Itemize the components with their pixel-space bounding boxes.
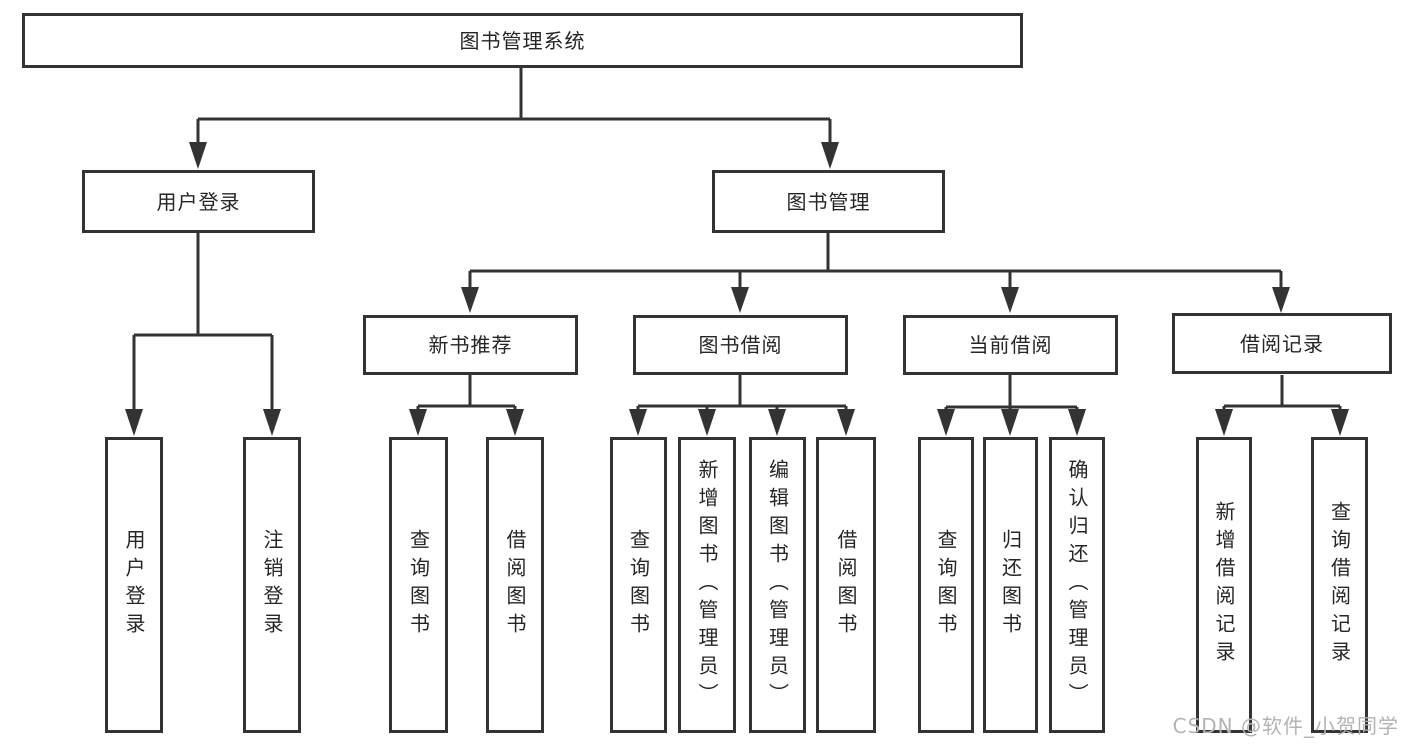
node-root-label: 图书管理系统 xyxy=(459,28,586,53)
connector-user-login-children xyxy=(132,233,274,411)
connector-new-book-children xyxy=(416,375,517,412)
leaf-label: 编辑图书（管理员） xyxy=(765,459,790,711)
node-current-borrow: 当前借阅 xyxy=(903,315,1118,375)
arrow-down-icon xyxy=(837,409,855,436)
connector-book-borrow-children xyxy=(636,375,848,412)
node-user-login: 用户登录 xyxy=(82,170,315,233)
node-borrow-record: 借阅记录 xyxy=(1172,313,1392,374)
leaf-book-borrow-add: 新增图书（管理员） xyxy=(678,437,736,733)
arrow-down-icon xyxy=(937,409,955,436)
connector-root-to-level2 xyxy=(196,68,832,144)
leaf-label: 新增借阅记录 xyxy=(1212,501,1236,669)
node-borrow-record-label: 借阅记录 xyxy=(1240,331,1324,356)
arrow-down-icon xyxy=(409,409,427,436)
leaf-user-login-login: 用户登录 xyxy=(105,437,163,733)
csdn-watermark: CSDN @软件_小贺同学 xyxy=(1172,714,1399,738)
leaf-label: 确认归还（管理员） xyxy=(1065,459,1089,711)
leaf-label: 新增图书（管理员） xyxy=(695,459,719,711)
arrow-down-icon xyxy=(125,409,143,436)
connector-book-mgmt-children xyxy=(468,233,1283,288)
arrow-down-icon xyxy=(189,142,207,169)
arrow-down-icon xyxy=(1272,287,1290,313)
arrow-down-icon xyxy=(1001,409,1019,436)
node-current-borrow-label: 当前借阅 xyxy=(968,333,1053,357)
arrow-down-icon xyxy=(768,409,786,436)
leaf-new-book-borrow: 借阅图书 xyxy=(486,437,544,733)
arrow-down-icon xyxy=(263,409,281,436)
node-new-book: 新书推荐 xyxy=(363,315,578,375)
leaf-book-borrow-query: 查询图书 xyxy=(610,437,667,733)
leaf-label: 借阅图书 xyxy=(834,529,858,641)
arrow-down-icon xyxy=(506,409,524,436)
leaf-label: 归还图书 xyxy=(998,529,1023,641)
leaf-current-borrow-confirm: 确认归还（管理员） xyxy=(1049,437,1105,733)
leaf-user-login-logout: 注销登录 xyxy=(243,437,301,733)
connector-borrow-record-children xyxy=(1222,375,1342,412)
leaf-label: 注销登录 xyxy=(260,529,284,641)
node-book-mgmt-label: 图书管理 xyxy=(786,189,871,214)
leaf-book-borrow-borrow: 借阅图书 xyxy=(816,437,876,733)
leaf-borrow-record-add: 新增借阅记录 xyxy=(1196,437,1252,733)
node-book-borrow-label: 图书借阅 xyxy=(698,333,783,357)
leaf-label: 查询图书 xyxy=(406,529,431,641)
leaf-label: 借阅图书 xyxy=(503,529,527,641)
arrowhead-icons xyxy=(125,142,1349,436)
leaf-book-borrow-edit: 编辑图书（管理员） xyxy=(749,437,806,733)
arrow-down-icon xyxy=(629,409,647,436)
arrow-down-icon xyxy=(821,142,839,169)
node-book-borrow: 图书借阅 xyxy=(633,315,848,375)
leaf-label: 查询图书 xyxy=(626,529,651,641)
arrow-down-icon xyxy=(731,287,749,313)
leaf-borrow-record-query: 查询借阅记录 xyxy=(1311,437,1368,733)
node-new-book-label: 新书推荐 xyxy=(428,333,513,357)
node-book-mgmt: 图书管理 xyxy=(712,170,945,233)
connector-current-borrow-children xyxy=(944,375,1079,412)
leaf-current-borrow-return: 归还图书 xyxy=(983,437,1038,733)
leaf-label: 查询图书 xyxy=(934,529,958,641)
arrow-down-icon xyxy=(698,409,716,436)
arrow-down-icon xyxy=(1215,409,1233,436)
node-user-login-label: 用户登录 xyxy=(156,189,241,214)
leaf-label: 用户登录 xyxy=(122,529,146,641)
arrow-down-icon xyxy=(1001,287,1019,313)
node-root: 图书管理系统 xyxy=(22,13,1023,68)
arrow-down-icon xyxy=(1331,409,1349,436)
arrow-down-icon xyxy=(1068,409,1086,436)
arrow-down-icon xyxy=(461,287,479,313)
leaf-label: 查询借阅记录 xyxy=(1327,501,1352,669)
leaf-new-book-query: 查询图书 xyxy=(389,437,448,733)
leaf-current-borrow-query: 查询图书 xyxy=(918,437,974,733)
